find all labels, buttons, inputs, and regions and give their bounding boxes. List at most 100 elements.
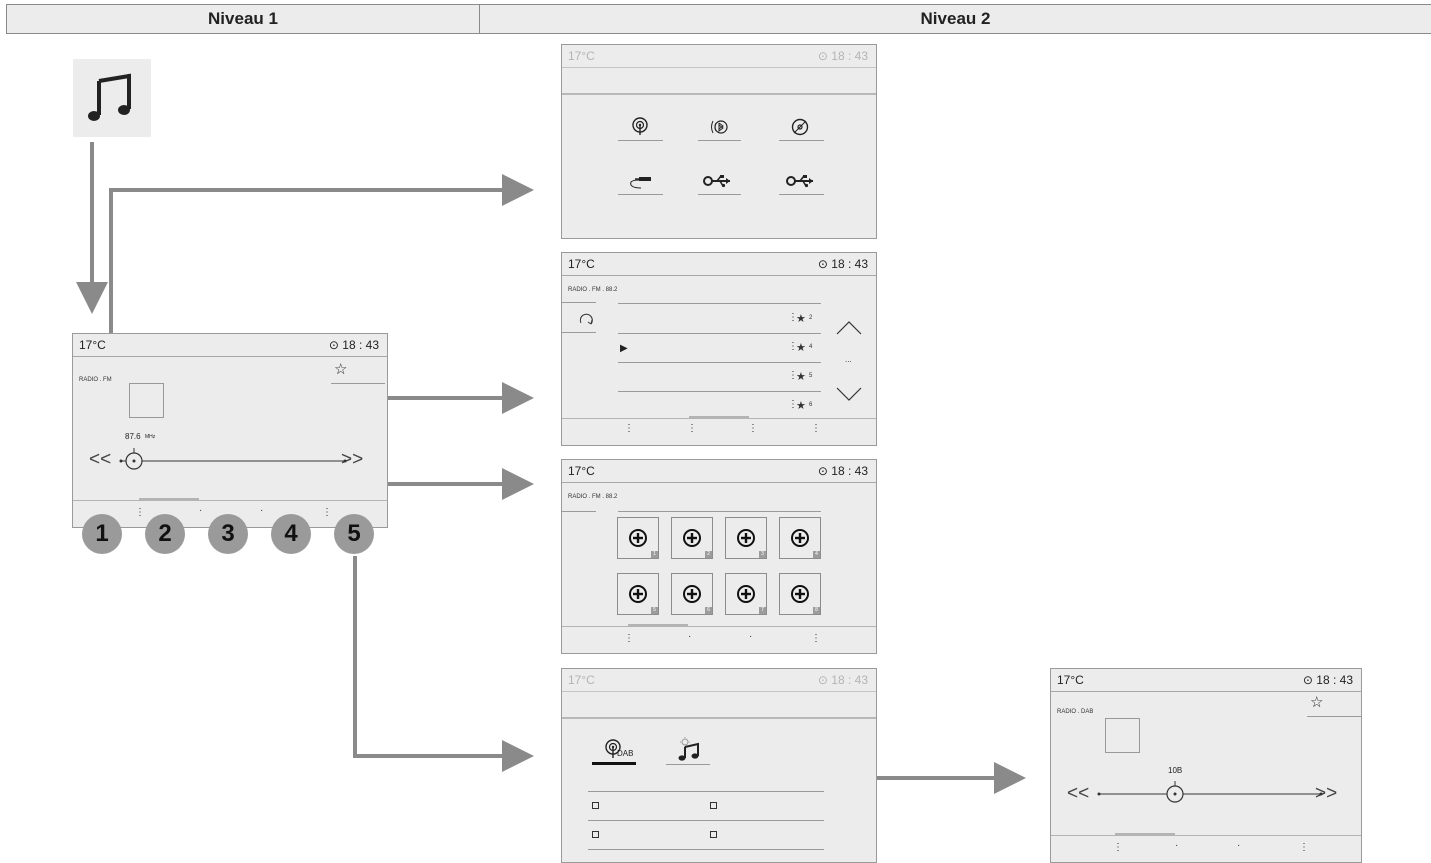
seek-forward-button[interactable]: >> bbox=[1315, 783, 1338, 804]
star-icon[interactable]: ★ bbox=[796, 342, 806, 354]
preset-tile[interactable]: 6 bbox=[671, 573, 713, 615]
music-settings-icon[interactable] bbox=[676, 737, 702, 761]
toolbar-item-1[interactable]: ⋮ bbox=[624, 423, 634, 434]
clock: ⊙ 18 : 43 bbox=[817, 464, 868, 478]
preset-number: 1 bbox=[651, 551, 658, 558]
preset-number: 5 bbox=[651, 607, 658, 614]
toolbar-item-4[interactable]: ⋮ bbox=[811, 633, 821, 644]
option-checkbox[interactable] bbox=[710, 831, 717, 838]
star-icon[interactable]: ★ bbox=[796, 400, 806, 412]
favorite-star-icon[interactable]: ☆ bbox=[1310, 694, 1324, 711]
plus-circle-icon bbox=[791, 529, 809, 547]
arrow-5-settings bbox=[353, 556, 534, 772]
preset-number: 2 bbox=[705, 551, 712, 558]
clock: ⊙ 18 : 43 bbox=[328, 338, 379, 352]
seek-back-button[interactable]: << bbox=[89, 449, 112, 470]
star-icon[interactable]: ★ bbox=[796, 371, 806, 383]
refresh-icon[interactable] bbox=[577, 312, 595, 330]
dab-selected-indicator bbox=[592, 762, 636, 765]
toolbar-item-2[interactable]: · bbox=[1175, 840, 1179, 851]
toolbar-item-2[interactable]: · bbox=[688, 631, 692, 642]
clock: ⊙ 18 : 43 bbox=[817, 49, 868, 63]
play-icon[interactable]: ▶ bbox=[620, 343, 628, 354]
row-menu[interactable]: ⋮ bbox=[788, 399, 798, 410]
channel-slider[interactable] bbox=[1097, 781, 1323, 807]
frequency-slider[interactable] bbox=[119, 448, 347, 474]
header-niveau-1: Niveau 1 bbox=[6, 4, 480, 34]
favorite-number: 2 bbox=[809, 315, 813, 321]
stations-list-screen: 17°C ⊙ 18 : 43 RADIO . FM . 88.2 ▶ ⋮ ★ 2… bbox=[561, 252, 877, 446]
toolbar-item-4[interactable]: ⋮ bbox=[811, 423, 821, 434]
temperature: 17°C bbox=[1057, 673, 1084, 687]
dab-radio-icon[interactable] bbox=[604, 739, 622, 759]
favorite-star-icon[interactable]: ☆ bbox=[334, 361, 348, 378]
temperature: 17°C bbox=[79, 338, 106, 352]
temperature: 17°C bbox=[568, 673, 595, 687]
preset-tile[interactable]: 5 bbox=[617, 573, 659, 615]
option-checkbox[interactable] bbox=[592, 831, 599, 838]
band-label: RADIO . FM bbox=[79, 377, 112, 383]
badge-1: 1 bbox=[82, 514, 122, 554]
toolbar-item-3[interactable]: · bbox=[260, 505, 264, 516]
radio-main-screen: 17°C ⊙ 18 : 43 RADIO . FM ☆ 87.6 MHz << … bbox=[72, 333, 388, 528]
badge-4: 4 bbox=[271, 514, 311, 554]
toolbar-item-1[interactable]: ⋮ bbox=[624, 633, 634, 644]
option-checkbox[interactable] bbox=[592, 802, 599, 809]
clock: ⊙ 18 : 43 bbox=[817, 673, 868, 687]
dab-radio-screen: 17°C ⊙ 18 : 43 RADIO . DAB ☆ 10B << >> ⋮… bbox=[1050, 668, 1362, 863]
row-menu[interactable]: ⋮ bbox=[788, 370, 798, 381]
preset-tile[interactable]: 4 bbox=[779, 517, 821, 559]
preset-tile[interactable]: 1 bbox=[617, 517, 659, 559]
chevron-down-icon[interactable] bbox=[836, 387, 862, 403]
plus-circle-icon bbox=[683, 529, 701, 547]
row-menu[interactable]: ⋮ bbox=[788, 341, 798, 352]
music-note-icon[interactable] bbox=[73, 59, 151, 137]
preset-tile[interactable]: 2 bbox=[671, 517, 713, 559]
plus-circle-icon bbox=[737, 529, 755, 547]
star-icon[interactable]: ★ bbox=[796, 313, 806, 325]
preset-number: 8 bbox=[813, 607, 820, 614]
usb-icon[interactable] bbox=[786, 174, 816, 188]
settings-screen: 17°C ⊙ 18 : 43 DAB bbox=[561, 668, 877, 863]
preset-tile[interactable]: 7 bbox=[725, 573, 767, 615]
toolbar-item-4[interactable]: ⋮ bbox=[1299, 842, 1309, 853]
toolbar-item-3[interactable]: · bbox=[1237, 840, 1241, 851]
temperature: 17°C bbox=[568, 49, 595, 63]
plus-circle-icon bbox=[737, 585, 755, 603]
seek-back-button[interactable]: << bbox=[1067, 783, 1090, 804]
aux-jack-icon[interactable] bbox=[627, 173, 653, 189]
toolbar-item-3[interactable]: · bbox=[749, 631, 753, 642]
band-label: RADIO . DAB bbox=[1057, 709, 1094, 715]
toolbar-item-1[interactable]: ⋮ bbox=[135, 507, 145, 518]
chevron-up-icon[interactable] bbox=[836, 319, 862, 335]
toolbar-item-4[interactable]: ⋮ bbox=[322, 507, 332, 518]
preset-tile[interactable]: 3 bbox=[725, 517, 767, 559]
preset-number: 7 bbox=[759, 607, 766, 614]
plus-circle-icon bbox=[791, 585, 809, 603]
sources-screen: 17°C ⊙ 18 : 43 bbox=[561, 44, 877, 239]
band-label: RADIO . FM . 88.2 bbox=[568, 494, 618, 500]
station-logo bbox=[129, 383, 164, 418]
header-niveau-2: Niveau 2 bbox=[479, 4, 1431, 34]
option-checkbox[interactable] bbox=[710, 802, 717, 809]
radio-icon[interactable] bbox=[630, 116, 650, 136]
favorite-number: 5 bbox=[809, 373, 813, 379]
toolbar-item-2[interactable]: · bbox=[199, 505, 203, 516]
band-label: RADIO . FM . 88.2 bbox=[568, 287, 618, 293]
preset-tile[interactable]: 8 bbox=[779, 573, 821, 615]
row-menu[interactable]: ⋮ bbox=[788, 312, 798, 323]
toolbar-item-1[interactable]: ⋮ bbox=[1113, 842, 1123, 853]
more-indicator: ... bbox=[845, 355, 852, 364]
badge-2: 2 bbox=[145, 514, 185, 554]
seek-forward-button[interactable]: >> bbox=[341, 449, 364, 470]
preset-number: 3 bbox=[759, 551, 766, 558]
cd-icon[interactable] bbox=[791, 118, 809, 136]
toolbar-item-3[interactable]: ⋮ bbox=[748, 423, 758, 434]
channel-label: 10B bbox=[1168, 766, 1183, 775]
plus-circle-icon bbox=[683, 585, 701, 603]
toolbar-item-2[interactable]: ⋮ bbox=[687, 423, 697, 434]
bluetooth-icon[interactable] bbox=[709, 117, 731, 137]
usb-icon[interactable] bbox=[703, 174, 733, 188]
favorite-number: 4 bbox=[809, 344, 813, 350]
